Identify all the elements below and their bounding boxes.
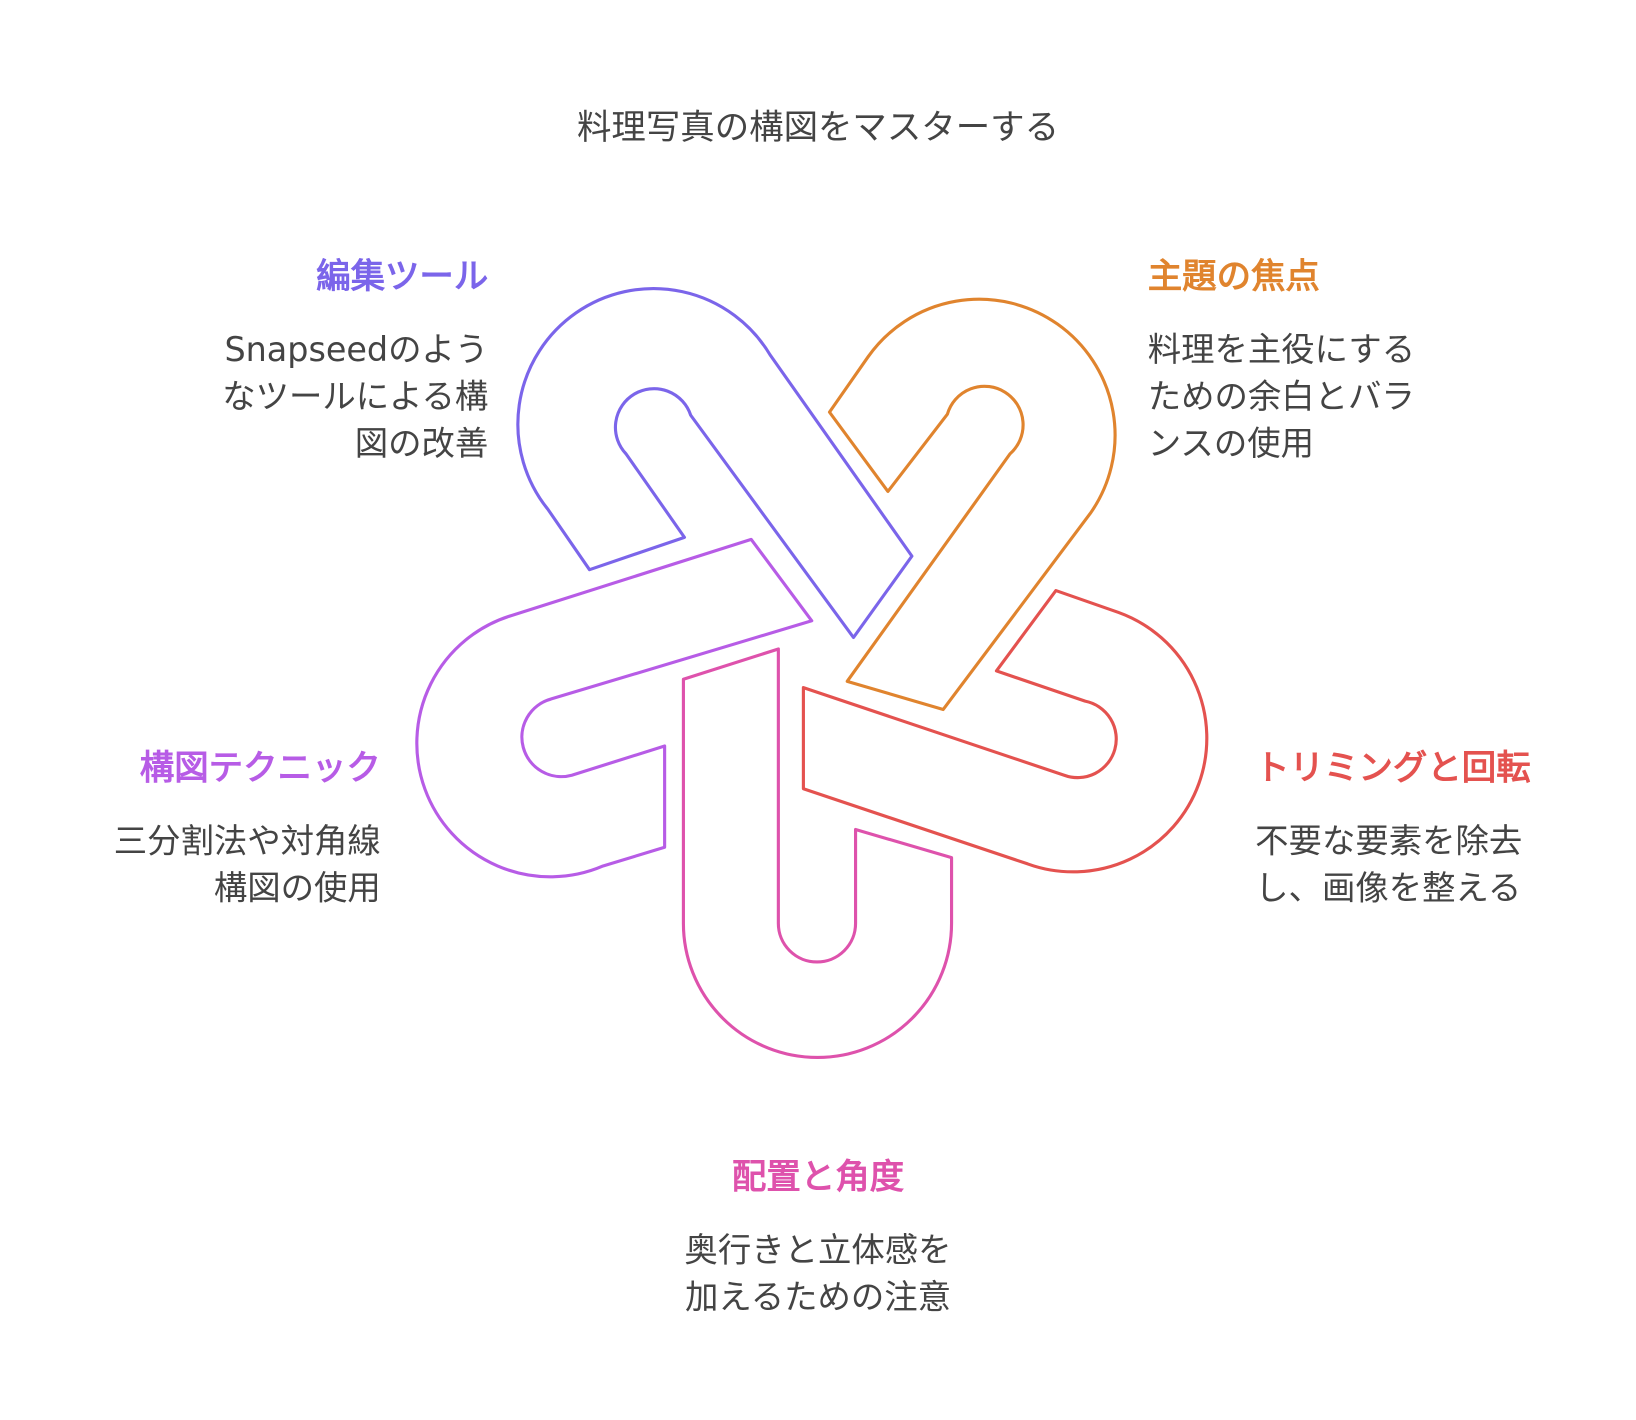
item-line: 料理を主役にする — [1147, 329, 1416, 370]
item-subject-focus: 主題の焦点 料理を主役にする ための余白とバラ ンスの使用 — [1148, 254, 1586, 468]
item-line: し、画像を整える — [1255, 868, 1522, 908]
item-line: 三分割法や対角線 — [113, 821, 381, 861]
item-line: 奥行きと立体感を — [684, 1230, 952, 1270]
knot-loop-focus — [827, 297, 1117, 712]
item-heading: 主題の焦点 — [1147, 255, 1320, 297]
item-line: なツールによる構 — [222, 376, 489, 417]
item-line: 図の改善 — [354, 423, 489, 464]
item-line: 不要な要素を除去 — [1255, 821, 1523, 861]
item-editing-tools: 編集ツール Snapseedのよう なツールによる構 図の改善 — [50, 254, 488, 468]
item-heading: 構図テクニック — [139, 747, 381, 788]
item-placement-angle: 配置と角度 奥行きと立体感を 加えるための注意 — [599, 1154, 1037, 1321]
item-composition-technique: 構図テクニック 三分割法や対角線 構図の使用 — [0, 745, 381, 912]
item-line: ための余白とバラ — [1147, 376, 1415, 417]
knot-loop-trimming — [801, 588, 1209, 874]
item-heading: トリミングと回転 — [1255, 747, 1531, 788]
item-heading: 配置と角度 — [731, 1156, 905, 1197]
item-line: 加えるための注意 — [684, 1277, 952, 1317]
item-heading: 編集ツール — [316, 255, 489, 297]
diagram-title: 料理写真の構図をマスターする — [576, 106, 1060, 148]
knot-loop-editing — [516, 287, 914, 640]
item-line: 構図の使用 — [213, 868, 381, 908]
item-line: ンスの使用 — [1147, 423, 1314, 464]
item-trimming-rotation: トリミングと回転 不要な要素を除去 し、画像を整える — [1255, 745, 1636, 912]
knot-loop-technique — [415, 537, 814, 879]
item-line: Snapseedのよう — [224, 329, 489, 370]
knot-loop-placement — [681, 647, 954, 1060]
